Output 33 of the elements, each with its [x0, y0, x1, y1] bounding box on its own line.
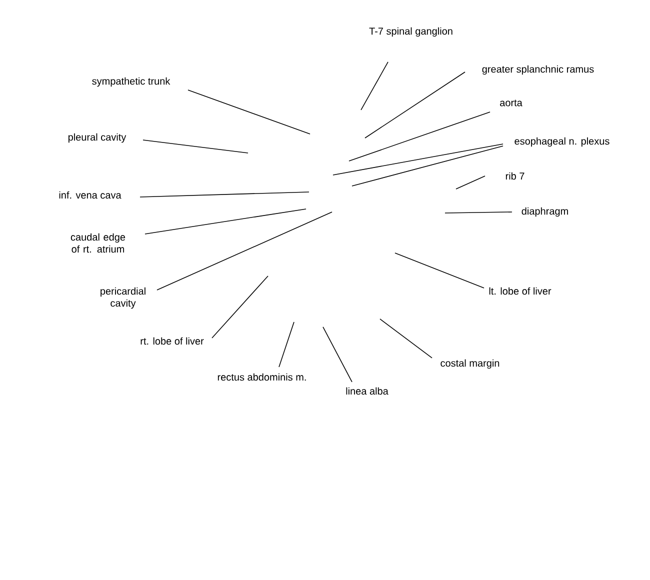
leader-line: [212, 276, 268, 338]
leader-line: [278, 322, 294, 368]
leader-line: [394, 252, 484, 288]
leader-line: [188, 90, 310, 134]
label-text: inf. vena cava: [59, 191, 122, 199]
label-text: sympathetic trunk: [92, 77, 170, 87]
label-text: greater splanchnic ramus: [482, 65, 594, 75]
label-text: rectus abdominis m.: [218, 373, 306, 381]
leader-line: [364, 72, 466, 138]
label-text: caudal edge of rt. atrium: [70, 233, 126, 253]
leader-line: [380, 318, 432, 358]
leader-line: [352, 146, 504, 186]
label-text: T-7 spinal ganglion: [369, 27, 452, 37]
leader-line: [140, 192, 310, 198]
label-text: linea alba: [346, 387, 388, 395]
label-text: esophageal n. plexus: [514, 137, 610, 147]
leader-line: [348, 112, 490, 162]
leader-line: [332, 144, 504, 176]
leader-line: [144, 208, 306, 234]
leader-line: [322, 326, 352, 382]
label-text: aorta: [500, 100, 522, 106]
label-text: costal margin: [440, 359, 500, 369]
label-text: pericardial cavity: [100, 287, 146, 309]
label-text: diaphragm: [522, 207, 568, 217]
leader-line: [360, 62, 388, 110]
label-text: lt. lobe of liver: [489, 287, 552, 295]
leader-line: [444, 212, 512, 214]
leader-line: [156, 212, 332, 290]
label-text: rt. lobe of liver: [140, 337, 204, 345]
leader-line: [142, 140, 248, 154]
leader-line: [456, 176, 486, 190]
label-text: pleural cavity: [68, 133, 126, 143]
label-text: rib 7: [506, 172, 524, 180]
